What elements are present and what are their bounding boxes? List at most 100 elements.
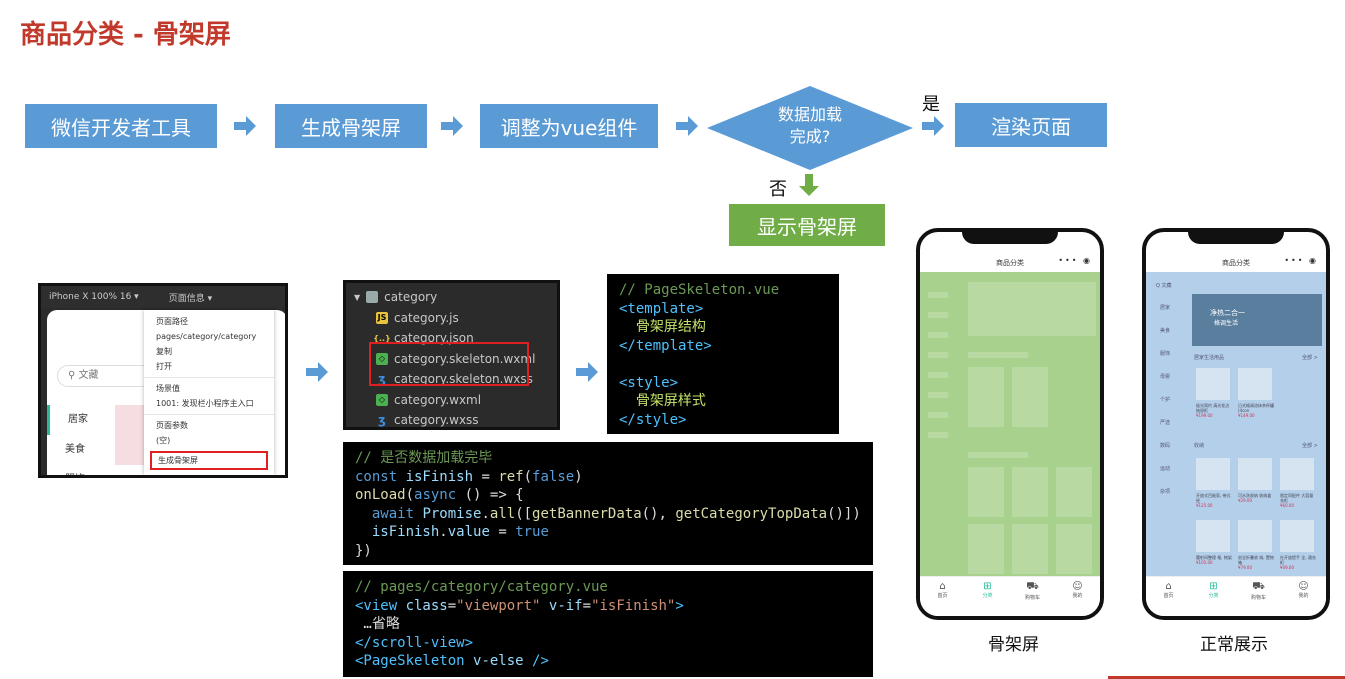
tree-file[interactable]: ◇category.skeleton.wxml <box>346 349 557 370</box>
tab-mine[interactable]: ☺我的 <box>1063 581 1093 616</box>
arrow-right-icon <box>676 116 698 136</box>
code-block-logic: // 是否数据加载完毕 const isFinish = ref(false) … <box>343 442 873 565</box>
phone-skeleton: 商品分类 ••• ◉ ⌂首页 ⊞分类 ⛟购物车 ☺我的 <box>916 228 1104 620</box>
product-info[interactable]: 在开放提手 全, 通衣柜¥49.00 <box>1280 555 1316 570</box>
category-item[interactable]: 母婴 <box>1160 374 1171 380</box>
product-image <box>1238 458 1272 490</box>
product-info[interactable]: 极光简约 清光花边抽屉柜¥199.00 <box>1196 403 1230 418</box>
caption-skeleton: 骨架屏 <box>988 635 1039 655</box>
wxml-file-icon: ◇ <box>376 393 388 406</box>
cart-icon: ⛟ <box>1252 581 1265 592</box>
flow-decision-text: 数据加载完成? <box>777 105 842 146</box>
category-item[interactable]: 服饰 <box>47 465 109 475</box>
tab-bar: ⌂首页 ⊞分类 ⛟购物车 ☺我的 <box>920 576 1100 616</box>
json-file-icon: {..} <box>373 333 391 343</box>
more-link[interactable]: 全部 > <box>1302 443 1318 449</box>
flow-yes-label: 是 <box>922 94 940 115</box>
normal-overlay: Q 文藏 居家 美食 服饰 母婴 个护 严选 数码 运动 杂项 净热二合一 格调… <box>1146 272 1326 582</box>
tree-file[interactable]: {..}category.json <box>373 331 474 346</box>
menu-copy[interactable]: 复制 <box>156 347 172 356</box>
chevron-down-icon: ▼ <box>354 292 361 302</box>
tab-mine[interactable]: ☺我的 <box>1289 581 1319 616</box>
tab-category[interactable]: ⊞分类 <box>973 581 1003 616</box>
phone-title: 商品分类 <box>996 259 1024 267</box>
arrow-right-icon <box>306 362 328 382</box>
category-item[interactable]: 服饰 <box>1160 351 1171 357</box>
page-info-dropdown: 页面路径 pages/category/category 复制 打开 场景值 1… <box>144 310 274 475</box>
phone-notch <box>1188 232 1284 244</box>
category-item[interactable]: 数码 <box>1160 443 1171 449</box>
category-item[interactable]: 美食 <box>65 444 85 455</box>
menu-path-label: 页面路径 <box>156 317 188 326</box>
banner-image: 净热二合一 格调生活 <box>1192 294 1322 346</box>
product-info[interactable]: 腰射间整理 格, 物架¥105.00 <box>1196 555 1232 565</box>
category-item[interactable]: 个护 <box>1160 397 1171 403</box>
tab-cart[interactable]: ⛟购物车 <box>1018 581 1048 616</box>
category-item[interactable]: 美食 <box>1160 328 1171 334</box>
menu-params-value: (空) <box>156 436 171 445</box>
arrow-right-icon <box>576 362 598 382</box>
devtools-toolbar: iPhone X 100% 16 ▾ 页面信息 ▾ <box>41 286 285 308</box>
flow-step-skeleton: 显示骨架屏 <box>729 204 885 246</box>
product-info[interactable]: 创全折叠收 纳, 置物箱¥79.00 <box>1238 555 1274 570</box>
product-image <box>1280 458 1314 490</box>
home-icon: ⌂ <box>1165 581 1172 592</box>
tree-folder[interactable]: ▼category <box>354 290 438 305</box>
category-item[interactable]: 运动 <box>1160 466 1171 472</box>
capsule-menu-icon[interactable]: ••• ◉ <box>1058 256 1092 265</box>
wxss-file-icon: ʒ <box>378 413 386 428</box>
code-block-view: // pages/category/category.vue <view cla… <box>343 571 873 677</box>
arrow-down-icon <box>799 174 819 196</box>
grid-icon: ⊞ <box>983 581 992 592</box>
grid-icon: ⊞ <box>1209 581 1218 592</box>
menu-path-value: pages/category/category <box>156 332 257 341</box>
tab-cart[interactable]: ⛟购物车 <box>1244 581 1274 616</box>
tab-category[interactable]: ⊞分类 <box>1199 581 1229 616</box>
product-info[interactable]: 限定同配件 大容量衣柜¥60.00 <box>1280 493 1314 508</box>
cart-icon: ⛟ <box>1026 581 1039 592</box>
product-info[interactable]: 可水洗收纳 收纳盒¥29.00 <box>1238 493 1272 503</box>
category-item[interactable]: 居家 <box>47 405 109 435</box>
generate-skeleton-button[interactable]: 生成骨架屏 <box>150 451 268 470</box>
product-image <box>1280 520 1314 552</box>
flow-no-label: 否 <box>769 179 787 200</box>
arrow-right-icon <box>234 116 256 136</box>
flow-decision <box>707 86 913 170</box>
search-input[interactable]: Q 文藏 <box>1156 283 1172 289</box>
flow-step-vue: 调整为vue组件 <box>480 104 658 148</box>
section-title: 收纳 <box>1194 443 1205 449</box>
product-image <box>1196 520 1230 552</box>
tab-home[interactable]: ⌂首页 <box>928 581 958 616</box>
page-info-menu[interactable]: 页面信息 ▾ <box>168 293 213 304</box>
flow-step-devtools: 微信开发者工具 <box>25 104 217 148</box>
arrow-right-icon <box>922 116 944 136</box>
capsule-menu-icon[interactable]: ••• ◉ <box>1284 256 1318 265</box>
user-icon: ☺ <box>1072 581 1083 592</box>
product-image <box>1238 368 1272 400</box>
tree-file[interactable]: ◇category.wxml <box>346 390 557 411</box>
menu-open[interactable]: 打开 <box>156 362 172 371</box>
flow-step-render: 渲染页面 <box>955 103 1107 147</box>
menu-params-label: 页面参数 <box>144 414 274 433</box>
product-info[interactable]: 开放式百能家, 带式经¥125.00 <box>1196 493 1231 508</box>
skeleton-files-highlight <box>369 342 529 386</box>
product-image <box>1238 520 1272 552</box>
tab-home[interactable]: ⌂首页 <box>1154 581 1184 616</box>
search-input[interactable]: ⚲ 文藏 <box>57 365 152 387</box>
product-info[interactable]: 日式格调涼抹茶杯罐(4con¥149.00 <box>1238 403 1274 418</box>
category-item[interactable]: 杂项 <box>1160 489 1171 495</box>
home-icon: ⌂ <box>939 581 946 592</box>
user-icon: ☺ <box>1298 581 1309 592</box>
search-icon: ⚲ <box>68 370 79 381</box>
phone-title: 商品分类 <box>1222 259 1250 267</box>
code-block-skeleton: // PageSkeleton.vue <template> 骨架屏结构 </t… <box>607 274 839 434</box>
category-item[interactable]: 严选 <box>1160 420 1171 426</box>
more-link[interactable]: 全部 > <box>1302 355 1318 361</box>
device-selector[interactable]: iPhone X 100% 16 ▾ <box>49 292 139 302</box>
category-item[interactable]: 居家 <box>1160 305 1171 311</box>
folder-icon <box>366 291 379 304</box>
